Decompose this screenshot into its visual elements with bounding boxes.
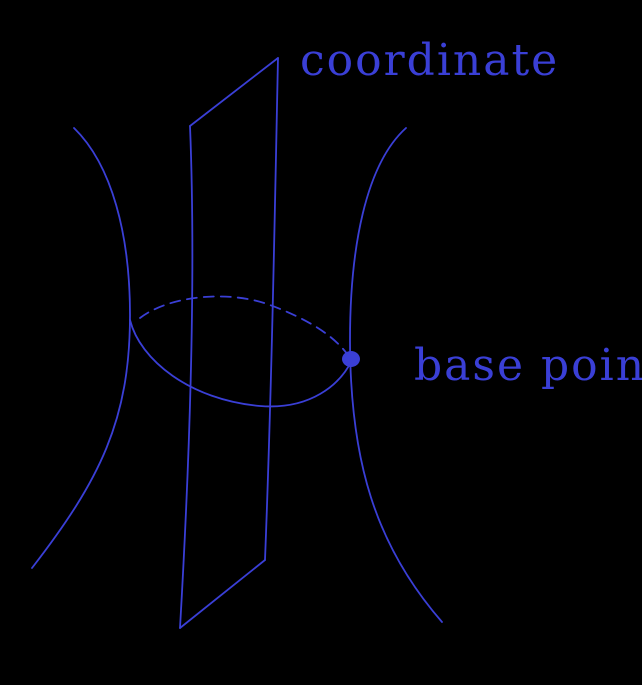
coordinate-plane-back-edge bbox=[264, 57, 279, 561]
hyperboloid-left-branch bbox=[31, 127, 131, 569]
waist-circle-front bbox=[129, 319, 353, 408]
coordinate-plane-top-edge bbox=[189, 57, 279, 127]
hyperboloid-right-branch bbox=[349, 127, 443, 623]
coordinate-plane-bottom-edge bbox=[179, 559, 266, 629]
base-point-label: base point bbox=[414, 340, 642, 391]
waist-circle-back bbox=[139, 295, 351, 359]
coordinate-label: coordinate bbox=[300, 35, 559, 86]
base-point-marker bbox=[342, 351, 360, 367]
coordinate-plane-front-edge bbox=[179, 125, 194, 629]
